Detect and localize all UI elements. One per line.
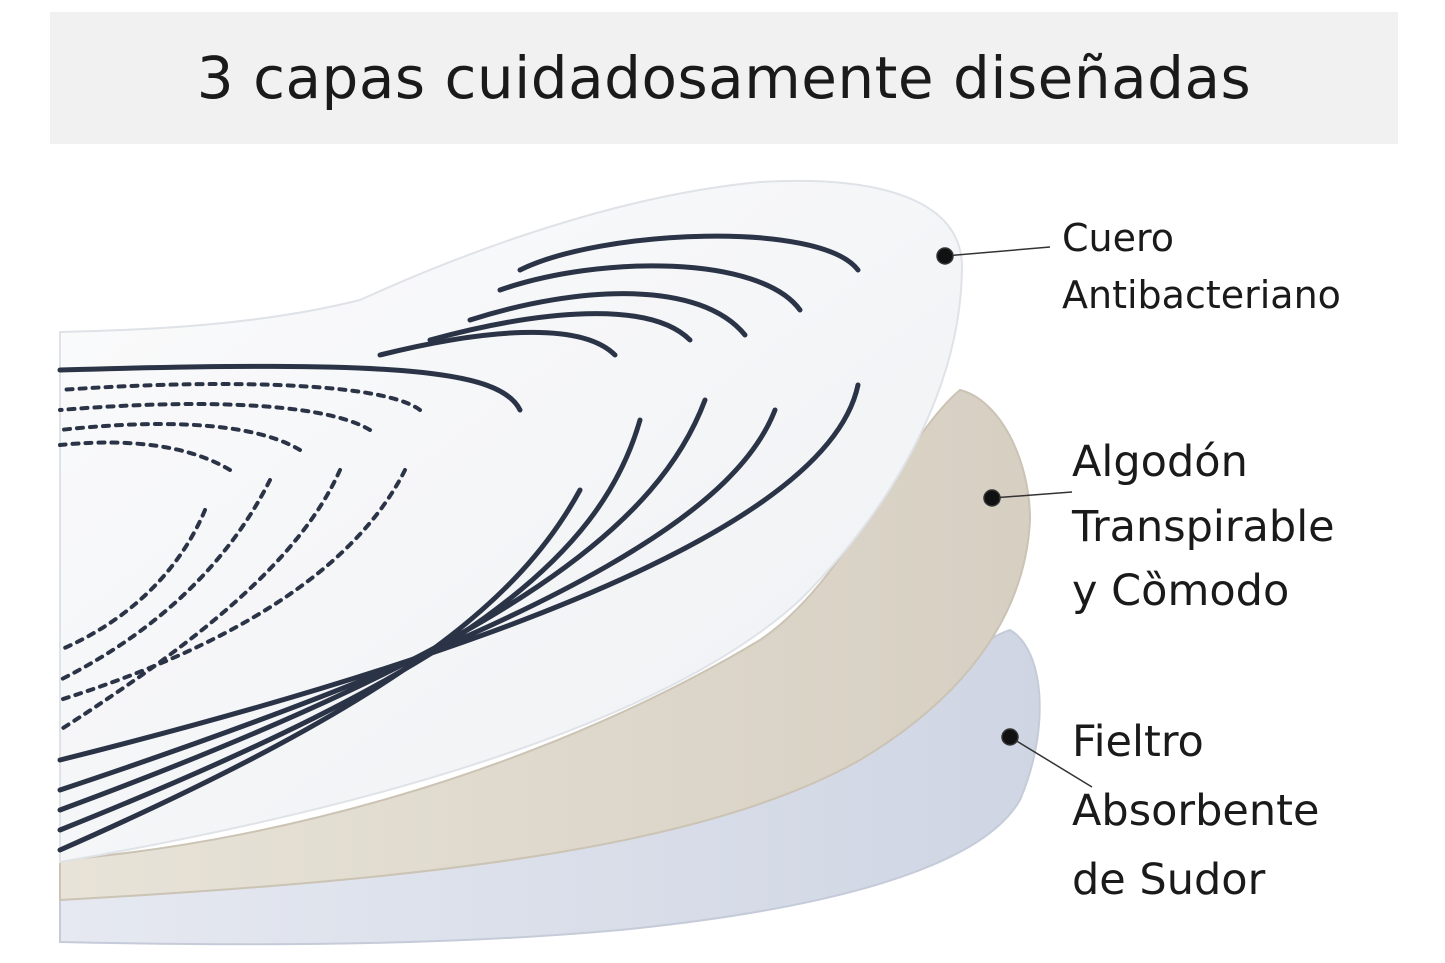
label-leather: Cuero Antibacteriano: [1062, 210, 1341, 324]
callout-dot-leather: [936, 247, 954, 265]
callout-dot-felt: [1001, 728, 1019, 746]
title-banner: 3 capas cuidadosamente diseñadas: [50, 12, 1398, 144]
cotton-layer: [59, 388, 1032, 902]
callout-leaders: [936, 246, 1093, 788]
callout-dot-cotton: [983, 489, 1001, 507]
page-title: 3 capas cuidadosamente diseñadas: [196, 44, 1252, 112]
label-felt-line-1: Fieltro: [1072, 717, 1204, 767]
label-leather-line-2: Antibacteriano: [1062, 273, 1341, 317]
label-felt-line-2: Absorbente: [1072, 785, 1320, 836]
leather-layer: [59, 179, 964, 864]
size-contour-dotted-lines: [58, 382, 422, 732]
leader-line-felt: [1009, 736, 1093, 788]
leader-line-leather: [944, 246, 1051, 257]
label-felt-line-3: de Sudor: [1072, 854, 1266, 905]
leader-line-cotton: [991, 491, 1073, 499]
label-cotton: Algodón Transpirable y Cȍmodo: [1072, 430, 1335, 624]
label-cotton-line-2: Transpirable: [1072, 501, 1335, 552]
label-felt: Fieltro Absorbente de Sudor: [1072, 708, 1319, 914]
label-cotton-line-1: Algodón: [1072, 437, 1248, 487]
label-cotton-line-3: y Cȍmodo: [1072, 566, 1290, 616]
label-leather-line-1: Cuero: [1062, 216, 1175, 260]
size-contour-lines: [57, 233, 861, 853]
